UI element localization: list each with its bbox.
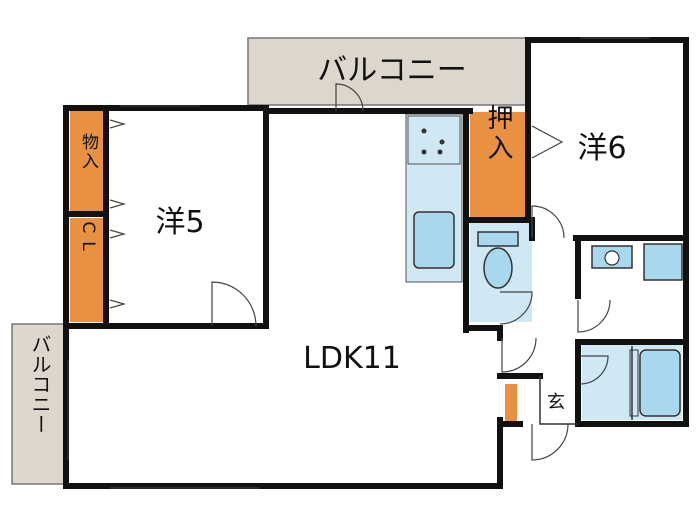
- burner-icon: [437, 149, 443, 155]
- genkan-storage: [505, 384, 517, 424]
- door-room6-icon: [531, 205, 565, 239]
- basin-icon: [604, 250, 620, 266]
- bath-faucet: [629, 349, 639, 417]
- wall-outer-south: [63, 417, 503, 489]
- door-room5-icon: [211, 281, 257, 327]
- folding-door-icon: [109, 119, 127, 309]
- storage-left: [70, 110, 106, 214]
- wall-room5-east: [63, 105, 269, 329]
- door-bath-icon: [579, 355, 609, 385]
- toilet-tank-icon: [477, 231, 519, 247]
- balcony-left-label: バルコニー: [28, 334, 52, 434]
- room6-label: 洋6: [577, 131, 626, 166]
- door-wash-icon: [577, 299, 611, 333]
- oshiire: [470, 112, 526, 220]
- room5-label: 洋5: [155, 205, 204, 240]
- wall-outer-north-left: [63, 105, 269, 114]
- oshiire-label: 押入: [483, 104, 513, 164]
- bathtub-icon: [639, 349, 681, 417]
- storage-left-label: 物入: [78, 133, 99, 171]
- closet-label: CL: [78, 221, 98, 258]
- wall-outer-east: [575, 235, 689, 427]
- burner-icon: [421, 128, 427, 134]
- oshiire-door-icon: [531, 125, 564, 159]
- door-toilet-icon: [499, 291, 533, 325]
- door-balcony-icon: [335, 83, 364, 112]
- balcony-top-label: バルコニー: [317, 53, 466, 88]
- wall-outer-north-right: [525, 37, 689, 241]
- wall-genkan-step: [539, 376, 578, 425]
- door-ldk-icon: [501, 337, 537, 373]
- washer-pan-icon: [643, 243, 683, 281]
- entrance-label: 玄: [547, 392, 565, 413]
- sink-icon: [413, 211, 455, 269]
- burner-icon: [421, 149, 427, 155]
- closet-cl: [70, 218, 106, 322]
- stove: [407, 115, 461, 165]
- ldk-label: LDK11: [303, 341, 401, 376]
- door-entrance-icon: [531, 423, 569, 461]
- toilet-bowl-icon: [483, 247, 513, 289]
- balcony-top: [247, 37, 527, 106]
- burner-icon: [439, 139, 445, 145]
- balcony-left: [11, 323, 69, 485]
